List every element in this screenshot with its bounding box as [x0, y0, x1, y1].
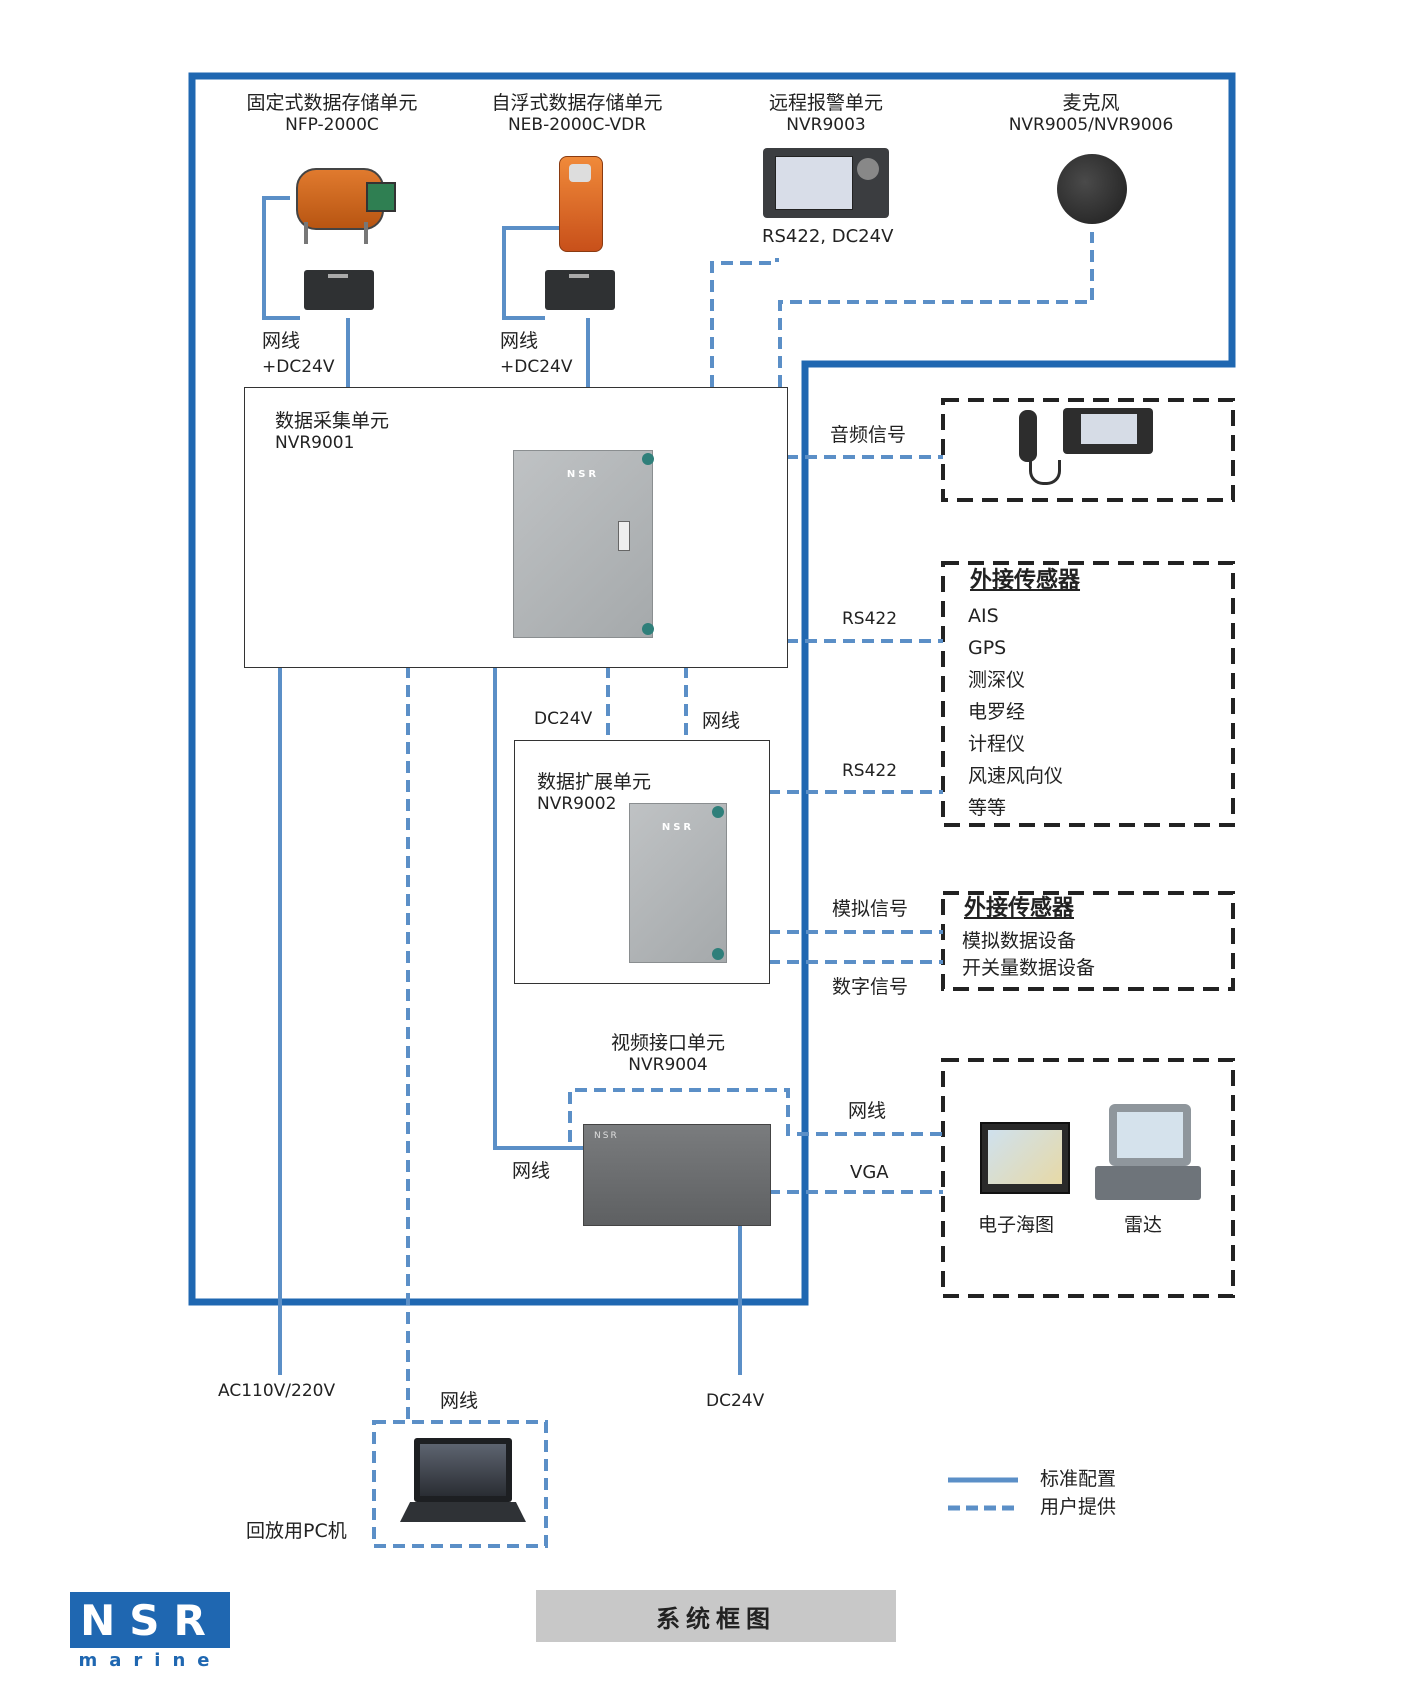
microphone-image [1057, 154, 1127, 224]
logo-bottom: marine [78, 1650, 222, 1671]
video-model: NVR9004 [628, 1055, 708, 1075]
dc24v-bottom-label: DC24V [706, 1391, 765, 1411]
laptop-image [400, 1438, 526, 1530]
dcu-box: 数据采集单元 NVR9001 NSR [244, 387, 788, 668]
microphone-model: NVR9005/NVR9006 [1008, 115, 1174, 135]
digital-label: 数字信号 [832, 976, 909, 998]
expansion-box: 数据扩展单元 NVR9002 NSR [514, 740, 770, 984]
fixed-capsule-model: NFP-2000C [285, 115, 379, 135]
microphone-label: 麦克风 NVR9005/NVR9006 [1009, 92, 1174, 136]
sensor-item: AIS [968, 605, 999, 627]
alarm-unit-image [763, 148, 889, 218]
vdr-panel-box [941, 398, 1235, 502]
alarm-unit-label: 远程报警单元 NVR9003 [769, 92, 883, 136]
net-mid-label: 网线 [702, 710, 741, 732]
fixed-capsule-label: 固定式数据存储单元 NFP-2000C [246, 92, 417, 136]
dcu-model: NVR9001 [275, 433, 355, 453]
analog-label: 模拟信号 [832, 898, 909, 920]
analog-sensors-box [941, 891, 1235, 991]
float-capsule-model: NEB-2000C-VDR [507, 115, 647, 135]
radar-label: 雷达 [1124, 1214, 1163, 1236]
navigation-box [941, 1058, 1235, 1298]
rs422-b-label: RS422 [842, 761, 898, 781]
fixed-capsule-image [290, 156, 400, 246]
dc24v-mid-label: DC24V [534, 709, 593, 729]
diagram-title: 系统框图 [536, 1590, 896, 1642]
analog-box-title-text: 外接传感器 [964, 896, 1075, 921]
float-capsule-name: 自浮式数据存储单元 [491, 92, 663, 114]
junction-box-1-image [304, 270, 374, 310]
expansion-cabinet-image: NSR [629, 803, 727, 963]
expansion-name: 数据扩展单元 [537, 771, 652, 793]
dcu-label: 数据采集单元 NVR9001 [275, 410, 389, 454]
radar-image [1095, 1104, 1201, 1202]
sensor-item: 测深仪 [968, 669, 1026, 691]
vdr-panel-image [1063, 408, 1153, 454]
net-video-left-label: 网线 [512, 1160, 551, 1182]
net-dc-1-label: 网线 +DC24V [262, 330, 334, 378]
pc-box [372, 1420, 548, 1548]
line-microphone [778, 232, 1094, 387]
junction-box-2-image [545, 270, 615, 310]
legend-standard-label: 标准配置 [1040, 1468, 1117, 1490]
expansion-label: 数据扩展单元 NVR9002 [537, 771, 651, 815]
alarm-unit-spec: RS422, DC24V [762, 226, 894, 247]
net-dc-2-label: 网线 +DC24V [500, 330, 572, 378]
audio-label: 音频信号 [830, 424, 907, 446]
ac-power-label: AC110V/220V [218, 1381, 336, 1401]
sensor-item: 计程仪 [968, 733, 1026, 755]
system-boundary-frame [188, 72, 1236, 1306]
analog-item: 模拟数据设备 [962, 930, 1077, 952]
sensors-title-text: 外接传感器 [970, 568, 1081, 593]
line-float-capsule [502, 226, 560, 320]
video-label: 视频接口单元 NVR9004 [611, 1032, 725, 1076]
alarm-unit-name: 远程报警单元 [768, 92, 884, 114]
rs422-a-label: RS422 [842, 609, 898, 629]
legend-user-label: 用户提供 [1040, 1496, 1117, 1518]
fixed-capsule-name: 固定式数据存储单元 [246, 92, 418, 114]
analog-item: 开关量数据设备 [962, 957, 1096, 979]
net-video-label: 网线 [848, 1100, 887, 1122]
dcu-name: 数据采集单元 [275, 410, 390, 432]
vga-label: VGA [850, 1162, 889, 1183]
logo-top: NSR [70, 1592, 230, 1648]
sensor-item: GPS [968, 637, 1007, 659]
microphone-name: 麦克风 [1062, 92, 1120, 114]
sensors-title: 外接传感器 [970, 570, 1080, 592]
line-video-loop [568, 1088, 943, 1142]
net-dc-2-line1: 网线 [500, 330, 539, 352]
expansion-model: NVR9002 [537, 794, 617, 814]
ecdis-image [980, 1122, 1070, 1194]
user-lines [372, 232, 1094, 1548]
sensor-item: 等等 [968, 797, 1007, 819]
ecdis-label: 电子海图 [978, 1214, 1055, 1236]
line-fixed-capsule [262, 196, 300, 320]
float-capsule-image [555, 156, 605, 252]
line-dcu-video [493, 666, 583, 1150]
analog-box-title: 外接传感器 [964, 898, 1074, 920]
sensor-item: 风速风向仪 [968, 765, 1064, 787]
video-name: 视频接口单元 [610, 1032, 726, 1054]
handset-image [1015, 410, 1061, 485]
standard-lines [262, 196, 742, 1375]
float-capsule-label: 自浮式数据存储单元 NEB-2000C-VDR [491, 92, 662, 136]
net-pc-label: 网线 [440, 1390, 479, 1412]
line-alarm-unit [710, 258, 779, 387]
alarm-unit-model: NVR9003 [786, 115, 866, 135]
video-unit-image: NSR [583, 1124, 771, 1226]
sensor-item: 电罗经 [968, 701, 1026, 723]
sensors-list: AIS GPS 测深仪 电罗经 计程仪 风速风向仪 等等 [968, 600, 1063, 824]
analog-box-list: 模拟数据设备 开关量数据设备 [962, 928, 1095, 982]
net-dc-2-line2: +DC24V [500, 357, 573, 377]
net-dc-1-line2: +DC24V [262, 357, 335, 377]
nsr-marine-logo: NSR marine [70, 1592, 230, 1671]
pc-label: 回放用PC机 [246, 1520, 347, 1542]
net-dc-1-line1: 网线 [262, 330, 301, 352]
dcu-cabinet-image: NSR [513, 450, 654, 638]
